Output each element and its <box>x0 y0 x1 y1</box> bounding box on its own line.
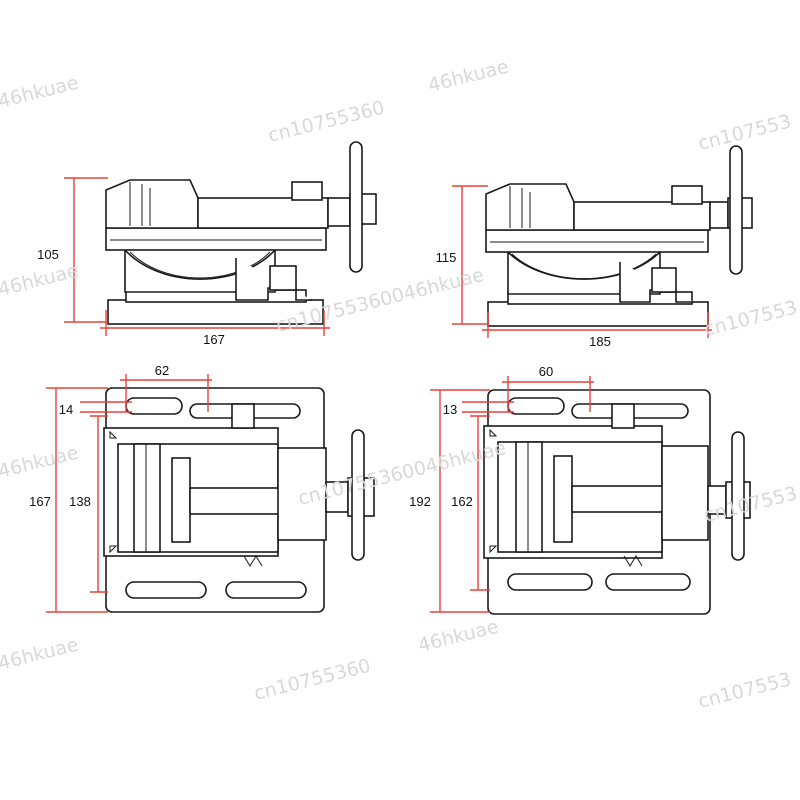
dim-label-13: 13 <box>443 402 457 417</box>
watermark-text: cn107553 <box>696 669 794 713</box>
handle <box>351 429 365 561</box>
top-view-large: 60 13 192 162 <box>409 364 751 615</box>
dim-width-167: 167 <box>100 310 330 347</box>
side-view-base <box>107 299 324 325</box>
dim-label-62: 62 <box>155 363 169 378</box>
dim-offset-14: 14 <box>59 401 132 417</box>
side-view-beam <box>105 227 327 251</box>
dim-label-60: 60 <box>539 364 553 379</box>
dim-label-185: 185 <box>589 334 611 349</box>
watermark-text: 46hkuae <box>0 442 81 483</box>
side-view-large: 115 185 <box>436 145 753 349</box>
watermark-text: 46hkuae <box>416 616 501 657</box>
dim-jaw-62: 62 <box>120 363 212 412</box>
top-view-small: 62 14 167 138 <box>29 363 375 613</box>
dim-label-outer-167: 167 <box>29 494 51 509</box>
side-view-beam <box>485 229 709 253</box>
watermark-text: cn10755360046hkuae <box>296 437 508 510</box>
dim-inner-138: 138 <box>69 415 108 593</box>
dim-label-192: 192 <box>409 494 431 509</box>
dim-inner-162: 162 <box>451 415 490 591</box>
handle <box>349 141 363 273</box>
handle <box>729 145 743 275</box>
dim-jaw-60: 60 <box>502 364 594 412</box>
dim-outer-167: 167 <box>29 387 108 613</box>
fixed-jaw <box>105 179 199 229</box>
dim-label-14: 14 <box>59 402 73 417</box>
watermark-text: 46hkuae <box>0 260 81 301</box>
watermark-text: cn10755360 <box>266 97 387 147</box>
watermark-text: cn107553 <box>702 297 800 341</box>
side-view-base <box>487 301 709 327</box>
dim-height-115: 115 <box>436 185 488 325</box>
dim-label-162: 162 <box>451 494 473 509</box>
dim-height-105: 105 <box>37 177 108 323</box>
dim-width-185: 185 <box>482 312 712 349</box>
side-view-small: 105 167 <box>37 141 377 347</box>
watermark-text: cn10755360 <box>252 655 373 705</box>
dim-label-105: 105 <box>37 247 59 262</box>
handle <box>731 431 745 561</box>
dim-label-138: 138 <box>69 494 91 509</box>
dim-label-115: 115 <box>436 250 457 265</box>
dim-label-167: 167 <box>203 332 225 347</box>
watermark-text: 46hkuae <box>426 56 511 97</box>
watermark-text: 46hkuae <box>0 634 81 675</box>
watermark-text: cn107553 <box>696 111 794 155</box>
watermark-text: 46hkuae <box>0 72 81 113</box>
dim-outer-192: 192 <box>409 389 490 613</box>
dim-offset-13: 13 <box>443 401 514 417</box>
